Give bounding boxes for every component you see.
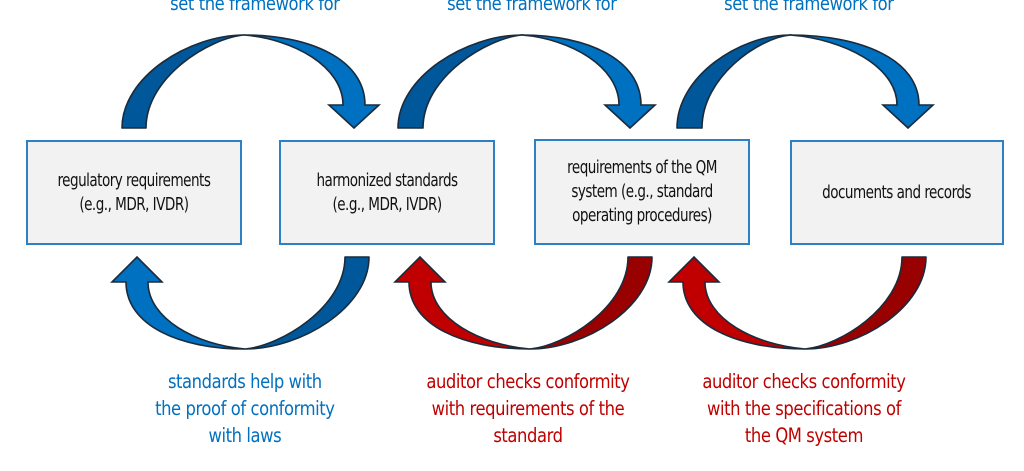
box-harmonized-standards: harmonized standards (e.g., MDR, IVDR) (279, 140, 495, 245)
bottom-label-2: auditor checks conformity with requireme… (426, 370, 630, 447)
top-arrow-1-tail (121, 34, 245, 129)
top-arrow-3-tail (676, 34, 791, 129)
top-arrow-2 (397, 34, 658, 130)
bottom-label-1: standards help with the proof of conform… (155, 370, 335, 447)
top-arrow-2-head (521, 34, 658, 130)
bottom-arrow-3 (667, 255, 927, 350)
bottom-arrow-3-tail (804, 256, 927, 350)
top-arrow-3 (676, 34, 936, 130)
top-arrow-3-head (789, 34, 936, 130)
bottom-arrow-3-head (667, 255, 806, 350)
box-qm-system-requirements: requirements of the QM system (e.g., sta… (534, 139, 750, 245)
bottom-arrow-1-tail (244, 256, 370, 350)
bottom-arrow-1 (110, 255, 370, 350)
box-documents-and-records: documents and records (790, 140, 1004, 245)
top-label-3: set the framework for (724, 0, 894, 15)
bottom-arrow-2-head (393, 255, 531, 350)
top-label-1: set the framework for (170, 0, 340, 15)
top-label-2: set the framework for (447, 0, 617, 15)
top-arrow-2-tail (397, 34, 523, 129)
bottom-label-3: auditor checks conformity with the speci… (702, 370, 906, 447)
bottom-arrow-1-head (110, 255, 246, 350)
bottom-arrow-2 (393, 255, 653, 350)
top-arrow-1 (121, 34, 382, 130)
box-regulatory-requirements: regulatory requirements (e.g., MDR, IVDR… (26, 140, 242, 245)
bottom-arrow-2-tail (529, 256, 653, 350)
top-arrow-1-head (243, 34, 382, 130)
